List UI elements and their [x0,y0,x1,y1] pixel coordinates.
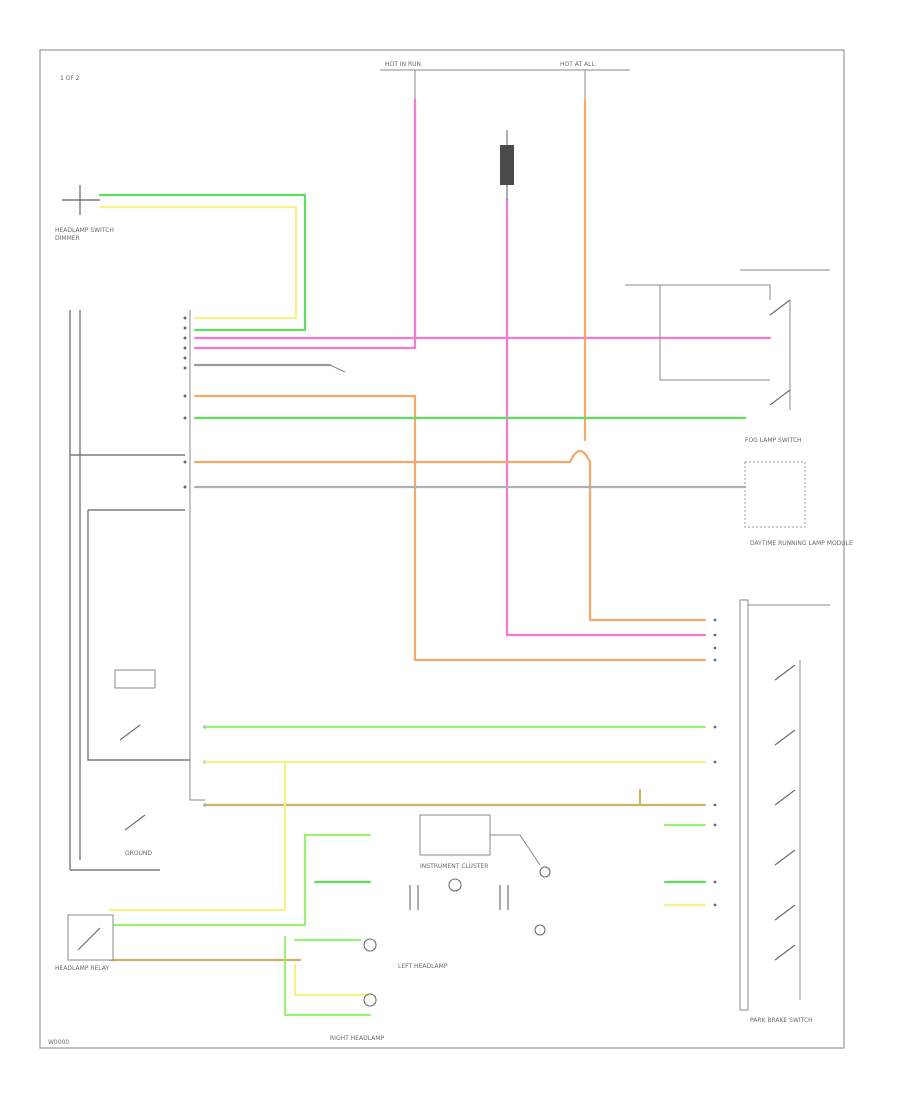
lamp-bulbs [363,866,551,1007]
lower-left-switch-body [114,669,156,689]
dimmer-label: DIMMER [55,235,80,242]
top-fuse-label: HOT IN RUN [385,61,421,68]
cluster-grounds [409,885,509,910]
fog-switch-loop [659,285,770,381]
wire-yellow-relay [108,760,287,912]
headlamp-switch-label: HEADLAMP SWITCH [55,227,114,234]
park-brake-label: PARK BRAKE SWITCH [750,1017,813,1024]
headlamp-relay-label: HEADLAMP RELAY [55,965,109,972]
top-fuse-2-label: HOT AT ALL [560,61,595,68]
wire-yellow-top [98,205,298,320]
drl-module-label: DAYTIME RUNNING LAMP MODULE [750,540,853,547]
right-connector-body [739,599,749,1011]
lower-left-switch-contact [119,724,141,741]
ground-label: GROUND [125,850,152,857]
connector-pins [183,316,207,807]
wire-green-top [98,193,307,332]
leader-2 [490,834,541,866]
hood-switch-contact [124,814,146,831]
wire-pink-riser [193,98,417,350]
right-headlamp-label: RIGHT HEADLAMP [330,1035,384,1042]
right-switches [774,660,801,1000]
drl-module-box [744,461,806,528]
leader-1 [329,364,346,373]
instrument-cluster-box [419,814,491,856]
fog-switch-top [625,284,771,300]
relay-contact [77,927,101,951]
wire-orange-main [193,394,707,662]
right-pins [713,618,717,907]
wire-orange-return [193,449,707,622]
corner-tag: 1 OF 2 [60,75,80,82]
wire-pink-cluster [505,198,707,637]
instrument-cluster-label: INSTRUMENT CLUSTER [420,863,488,870]
wire-green-relay [108,833,372,927]
footer-code: W0000 [48,1039,69,1046]
fog-switch-contact-1 [769,299,791,316]
wire-green-left-hl [283,935,372,1017]
fog-switch-contact-2 [769,389,791,406]
cluster-coil [500,130,514,200]
fog-lamp-switch-label: FOG LAMP SWITCH [745,437,802,444]
connector-spine [189,310,205,801]
harness-rail-3 [87,510,190,761]
diagram-frame [39,49,845,1049]
left-headlamp-label: LEFT HEADLAMP [398,963,448,970]
wire-yellow-right-hl [293,963,372,997]
